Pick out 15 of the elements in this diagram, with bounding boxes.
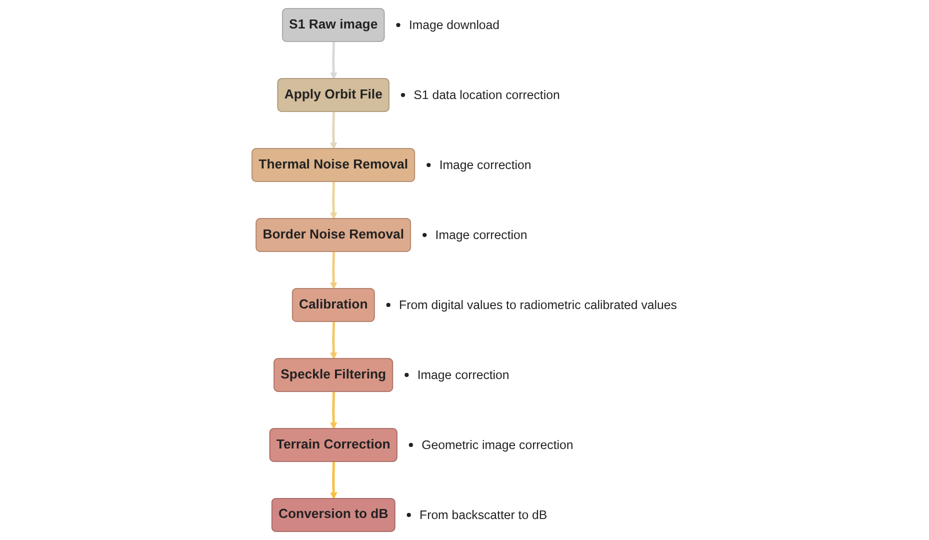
- step-description: S1 data location correction: [414, 88, 560, 102]
- arrow: [330, 182, 338, 220]
- step-description: Image correction: [439, 158, 532, 172]
- arrow: [330, 252, 338, 290]
- arrow: [330, 462, 338, 500]
- arrow: [330, 112, 338, 150]
- step-description: Image correction: [417, 368, 510, 382]
- step-description: From digital values to radiometric calibrated values: [399, 298, 677, 312]
- arrow: [330, 392, 338, 430]
- arrow: [330, 322, 338, 360]
- arrow: [330, 42, 338, 80]
- step-description: Geometric image correction: [422, 438, 574, 452]
- step-description: Image download: [408, 18, 500, 32]
- step-description: Image correction: [435, 228, 528, 242]
- step-description: From backscatter to dB: [420, 508, 548, 522]
